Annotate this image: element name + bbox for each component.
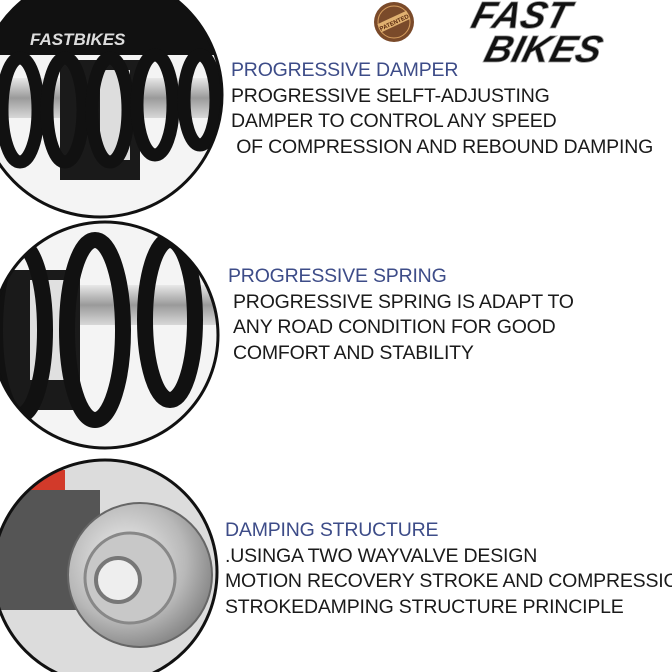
feature-line: PROGRESSIVE SELFT-ADJUSTING	[231, 84, 550, 107]
feature-title: DAMPING STRUCTURE	[225, 519, 439, 541]
feature-title: PROGRESSIVE SPRING	[228, 265, 447, 287]
feature-line: MOTION RECOVERY STROKE AND COMPRESSION	[225, 570, 672, 592]
patented-badge: PATENTED	[374, 2, 414, 42]
damper-image: FASTBIKES	[0, 0, 222, 217]
svg-text:FAST: FAST	[467, 0, 579, 37]
feature-line: ANY ROAD CONDITION FOR GOOD	[233, 316, 556, 338]
feature-line: COMFORT AND STABILITY	[233, 341, 474, 364]
feature-line: STROKEDAMPING STRUCTURE PRINCIPLE	[225, 595, 624, 618]
damping-structure-image	[0, 460, 217, 672]
feature-line: DAMPER TO CONTROL ANY SPEED	[231, 110, 557, 132]
svg-text:BIKES: BIKES	[480, 29, 608, 66]
fastbikes-logo: FAST BIKES	[467, 0, 608, 66]
feature-line: PROGRESSIVE SPRING IS ADAPT TO	[233, 290, 574, 313]
feature-line: .USINGA TWO WAYVALVE DESIGN	[225, 544, 538, 567]
feature-line: OF COMPRESSION AND REBOUND DAMPING	[231, 135, 654, 158]
shock-label: FASTBIKES	[30, 30, 126, 49]
feature-damping-structure: DAMPING STRUCTURE .USINGA TWO WAYVALVE D…	[225, 518, 672, 620]
feature-title: PROGRESSIVE DAMPER	[231, 59, 459, 81]
feature-progressive-spring: PROGRESSIVE SPRING PROGRESSIVE SPRING IS…	[228, 264, 574, 366]
spring-image	[0, 222, 218, 448]
feature-progressive-damper: PROGRESSIVE DAMPER PROGRESSIVE SELFT-ADJ…	[231, 58, 653, 160]
